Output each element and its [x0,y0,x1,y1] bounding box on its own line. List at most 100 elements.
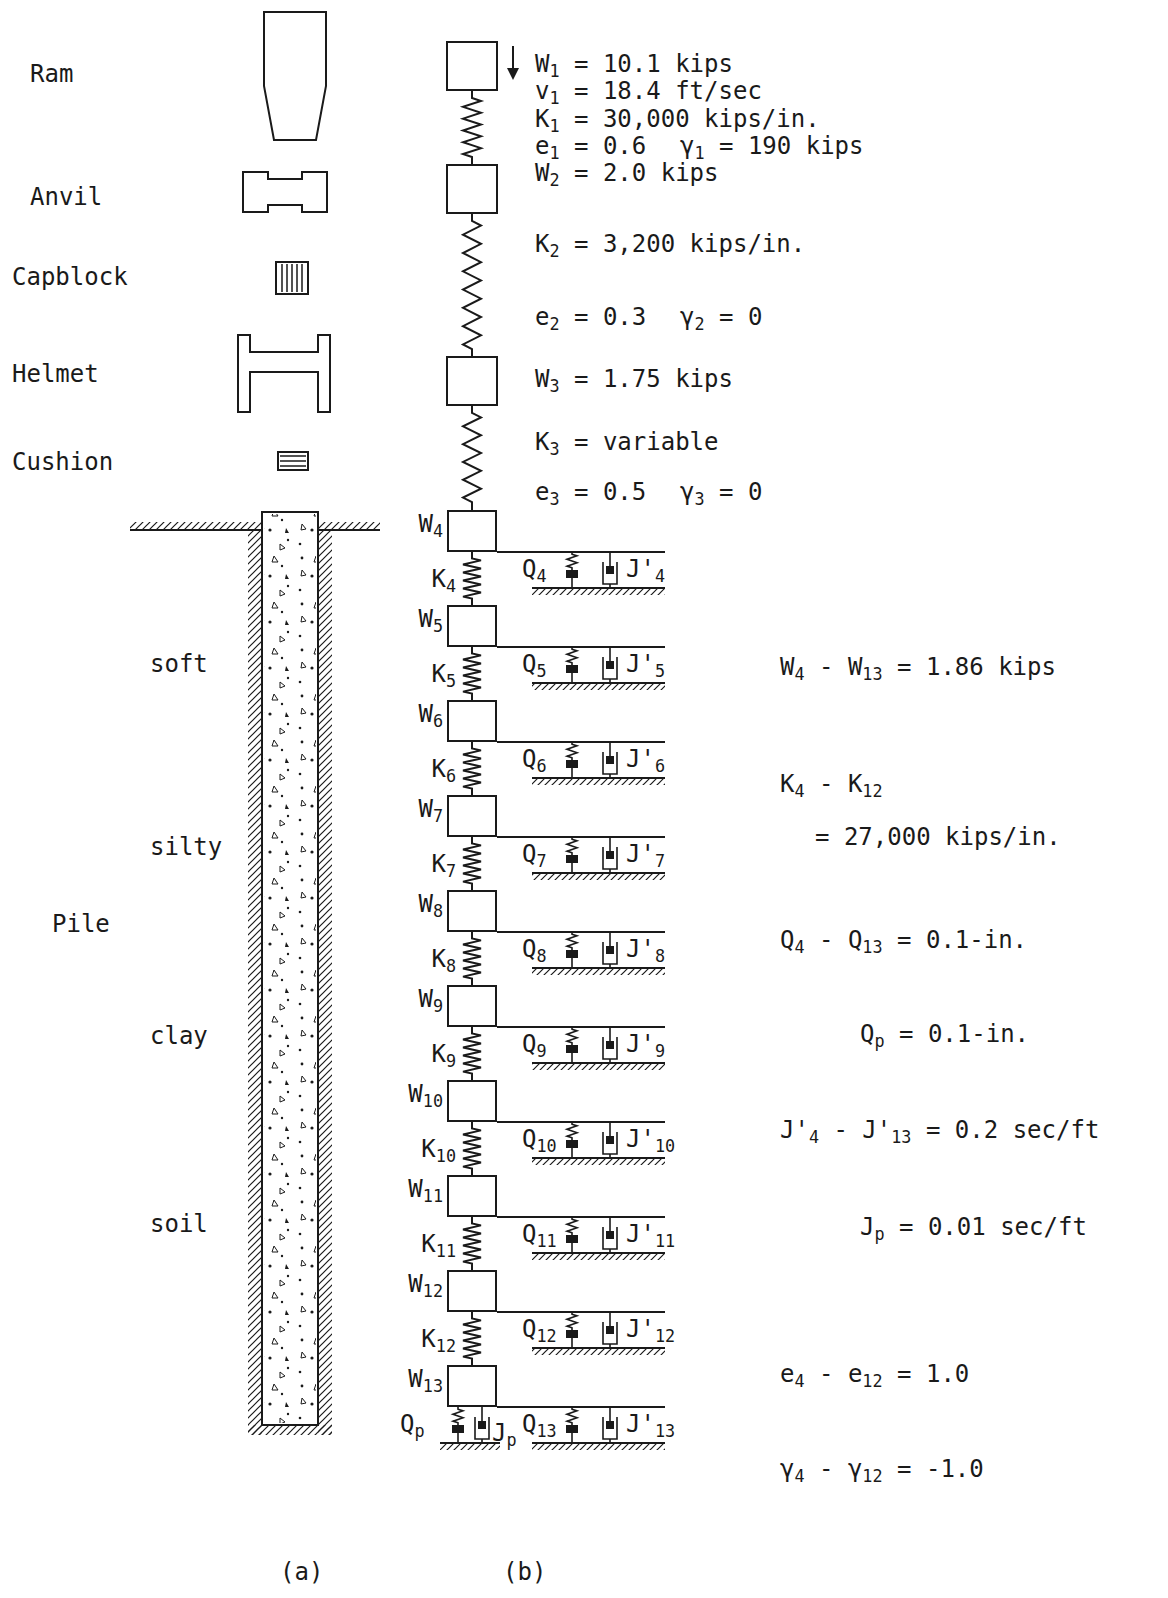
friction-block [566,570,578,578]
soil-arm [497,1406,665,1408]
subscript: 6 [655,756,665,776]
spring-connector [463,552,481,605]
subscript: 2 [694,314,704,334]
label-text: e3 = 0.5 [535,480,646,504]
label-text: J'7 [626,842,665,866]
ground-hatch [130,522,262,530]
label-text: J'4 [626,557,665,581]
soil-units [440,552,665,1450]
friction-block [566,1330,578,1338]
pile-segment-mass: W10 [447,1080,497,1122]
label-text: Q4 [522,557,547,581]
subscript: 9 [446,1051,456,1071]
mass-label: W13 [408,1367,443,1391]
top-springs [463,90,481,510]
subscript: 4 [794,781,804,801]
label-text: Helmet [12,362,99,386]
friction-block [566,855,578,863]
soil-link [571,1053,573,1063]
subscript: 7 [655,851,665,871]
dashpot-symbol [603,932,617,968]
label-text: soil [150,1212,208,1236]
subscript: 6 [536,756,546,776]
mass-label: W8 [418,892,443,916]
subscript: 2 [549,241,559,261]
label-text: Q10 [522,1127,557,1151]
stiffness-label: K8 [431,947,456,971]
fixed-ground [532,682,665,684]
subscript: 9 [536,1041,546,1061]
mass-label: W4 [418,512,443,536]
label-text: Ram [30,62,73,86]
subscript: 8 [655,946,665,966]
subscript: 13 [862,937,882,957]
subscript: 7 [433,806,443,826]
dashpot-symbol [603,1027,617,1063]
dashpot-piston [606,661,614,669]
label-text: Q4 - Q13 = 0.1-in. [780,928,1027,952]
subscript: 10 [536,1136,556,1156]
label-text: silty [150,835,222,859]
label-text: W3 = 1.75 kips [535,367,733,391]
label-text: Q7 [522,842,547,866]
fixed-ground [532,872,665,874]
stiffness-label: K12 [421,1327,456,1351]
mass-label: W11 [408,1177,443,1201]
label-text: Pile [52,912,110,936]
spring-connector [463,1027,481,1080]
subscript: 7 [446,861,456,881]
soil-arm [497,931,665,933]
subscript: 11 [423,1186,443,1206]
soil-arm [497,1026,665,1028]
label-text: clay [150,1024,208,1048]
fixed-ground [532,587,665,589]
ground-hatch [532,969,665,975]
label-text: J'5 [626,652,665,676]
ground-hatch [532,1254,665,1260]
ram-mass [447,42,497,90]
subscript: 12 [862,1371,882,1391]
dashpot-symbol [603,647,617,683]
capblock-grain [282,264,302,292]
pile-driver-parts [238,12,330,470]
soil-spring [567,647,577,665]
arrow-head [507,68,519,80]
dashpot-symbol [475,1407,489,1443]
label-text: J'6 [626,747,665,771]
soil-spring [567,1407,577,1425]
label-text: Q6 [522,747,547,771]
label-text: Q11 [522,1222,557,1246]
friction-block [566,1140,578,1148]
subscript: 12 [436,1336,456,1356]
stiffness-label: K6 [431,757,456,781]
soil-link [571,958,573,968]
ground-hatch [318,522,380,530]
label-text: Q9 [522,1032,547,1056]
subscript: 3 [694,489,704,509]
stiffness-label: K4 [431,567,456,591]
subscript: 4 [794,664,804,684]
subscript: 13 [423,1376,443,1396]
label-text: Q8 [522,937,547,961]
ram-shape [264,12,326,140]
soil-arm [497,1311,665,1313]
fixed-ground [440,1442,500,1444]
ground-hatch [532,874,665,880]
subscript: 5 [433,616,443,636]
subscript: 3 [549,376,559,396]
soil-arm [497,1121,665,1123]
label-text: e2 = 0.3 [535,305,646,329]
label-text: J'11 [626,1222,675,1246]
subscript: 4 [809,1127,819,1147]
subscript: 11 [536,1231,556,1251]
subscript: 9 [433,996,443,1016]
dashpot-piston [478,1421,486,1429]
soil-spring [453,1407,463,1425]
soil-link [571,673,573,683]
dashpot-piston [606,1326,614,1334]
ground-hatch [532,684,665,690]
soil-link [571,1243,573,1253]
label-text: Q13 [522,1412,557,1436]
subscript: p [874,1224,884,1244]
